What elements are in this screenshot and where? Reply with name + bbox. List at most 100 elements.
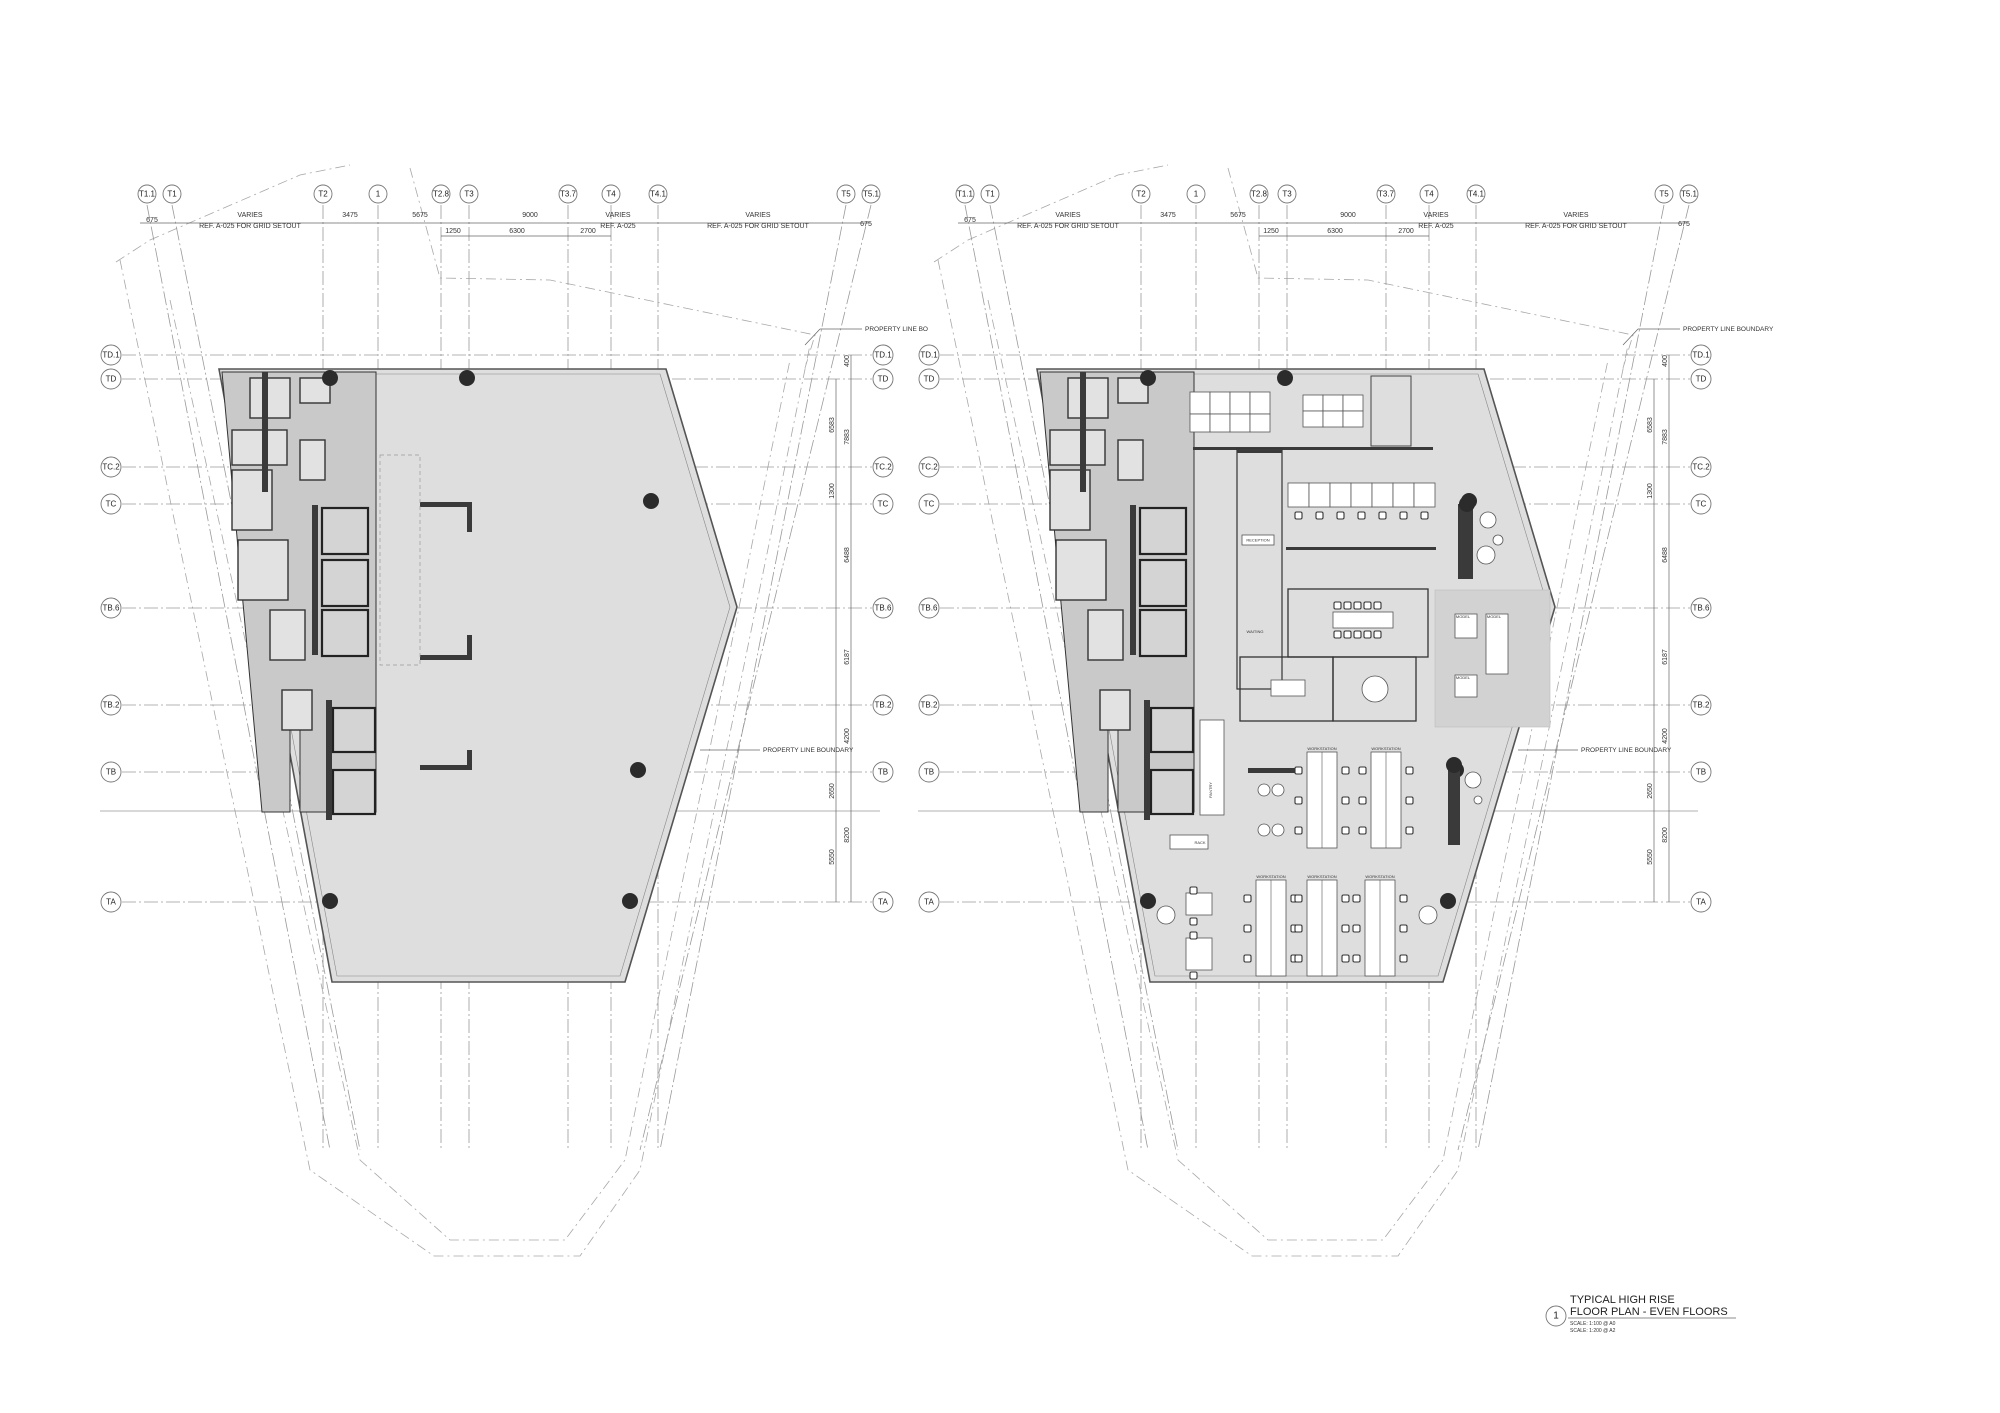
grid-label-left-TC: TC <box>106 500 117 509</box>
grid-bubble-T4 <box>1419 184 1439 204</box>
grid-label-1: 1 <box>376 190 381 199</box>
grid-bubble-T4.1 <box>1466 184 1486 204</box>
dimension-text: 400 <box>844 355 851 367</box>
grid-line-T5.1 <box>639 204 872 1151</box>
grid-bubble-T1 <box>980 184 1000 204</box>
chair <box>1399 954 1408 963</box>
core-room <box>1117 439 1144 481</box>
model-stand <box>1454 674 1478 698</box>
dimension-text: 6583 <box>1647 417 1654 433</box>
grid-label-left-TC: TC <box>924 500 935 509</box>
grid-label-1: 1 <box>1194 190 1199 199</box>
grid-label-T3.7: T3.7 <box>1378 190 1395 199</box>
grid-line-T1 <box>989 204 1179 1151</box>
workstation-label: WORKSTATION <box>1371 746 1400 751</box>
structural-column <box>1440 893 1456 909</box>
grid-label-left-TB: TB <box>924 768 934 777</box>
grid-label-T5: T5 <box>1659 190 1669 199</box>
grid-bubble-right-TA <box>872 891 894 913</box>
chair <box>1405 796 1414 805</box>
core-room <box>1099 689 1131 731</box>
desk <box>1287 482 1310 508</box>
grid-bubble-left-TD.1 <box>100 344 122 366</box>
dimension-text: 6300 <box>1327 228 1343 235</box>
lift-shaft <box>1138 558 1188 608</box>
dimension-text: 2700 <box>1398 228 1414 235</box>
desk <box>1322 394 1344 412</box>
grid-bubble-left-TC.2 <box>100 456 122 478</box>
core-room <box>1067 377 1109 419</box>
desk <box>1270 679 1306 697</box>
drawing-title-line1: TYPICAL HIGH RISE <box>1570 1294 1675 1306</box>
room-label: RACK <box>1194 840 1205 845</box>
chair <box>1341 826 1350 835</box>
lounge-table <box>1418 905 1438 925</box>
scale-a2: SCALE: 1:200 @ A2 <box>1570 1328 1616 1334</box>
lift-shaft <box>1138 608 1188 658</box>
grid-bubble-left-TB.6 <box>918 597 940 619</box>
workstation-label: WORKSTATION <box>1307 746 1336 751</box>
partition-wall <box>1193 447 1433 450</box>
core-room <box>299 439 326 481</box>
chair <box>1341 954 1350 963</box>
grid-line-T1.1 <box>146 204 331 1151</box>
grid-label-right-TC: TC <box>878 500 889 509</box>
service-lift <box>331 768 377 816</box>
grid-line-T5 <box>1477 204 1665 1151</box>
grid-bubble-right-TB <box>1690 761 1712 783</box>
desk <box>1185 937 1213 971</box>
grid-label-T5.1: T5.1 <box>1681 190 1698 199</box>
grid-bubble-right-TB.6 <box>1690 597 1712 619</box>
chair <box>1363 630 1372 639</box>
dimension-text: 3475 <box>342 212 358 219</box>
dimension-text: 4200 <box>1662 728 1669 744</box>
grid-bubble-left-TD <box>100 368 122 390</box>
grid-line-T5 <box>659 204 847 1151</box>
partition-wall <box>1458 504 1473 579</box>
grid-label-right-TC: TC <box>1696 500 1707 509</box>
desk <box>1229 413 1251 433</box>
grid-label-right-TD: TD <box>878 375 889 384</box>
ghost-outline <box>115 164 351 263</box>
room-label: MODEL <box>1487 614 1502 619</box>
chair <box>1294 954 1303 963</box>
grid-label-T1: T1 <box>167 190 177 199</box>
facade-line <box>1042 373 1549 977</box>
dimension-text: 2650 <box>829 783 836 799</box>
core-room <box>1087 609 1124 661</box>
dimension-text: 2650 <box>1647 783 1654 799</box>
grid-bubble-left-TC <box>100 493 122 515</box>
reception-desk <box>1241 534 1275 546</box>
dimension-text: VARIES <box>237 212 262 219</box>
core-room <box>1055 539 1107 601</box>
grid-label-T2: T2 <box>318 190 328 199</box>
grid-label-left-TB: TB <box>106 768 116 777</box>
workstation-label: WORKSTATION <box>1307 874 1336 879</box>
grid-label-T4: T4 <box>606 190 616 199</box>
grid-label-T5: T5 <box>841 190 851 199</box>
core-room <box>231 429 288 466</box>
desk <box>1209 391 1231 415</box>
title-block: 1 TYPICAL HIGH RISE FLOOR PLAN - EVEN FL… <box>1545 1294 1736 1334</box>
cafe-table <box>1257 823 1271 837</box>
model-stand <box>1454 613 1478 639</box>
chair <box>1358 766 1367 775</box>
desk <box>1229 391 1251 415</box>
pantry-counter <box>1199 719 1225 816</box>
core-room <box>249 377 291 419</box>
chair <box>1336 511 1345 520</box>
dimension-text: 6187 <box>844 649 851 665</box>
grid-bubble-right-TD.1 <box>872 344 894 366</box>
structural-column <box>1140 893 1156 909</box>
grid-bubble-left-TC <box>918 493 940 515</box>
grid-label-T4.1: T4.1 <box>1468 190 1485 199</box>
desk <box>1249 391 1271 415</box>
core-wall <box>420 765 472 770</box>
structural-column <box>622 893 638 909</box>
lounge-table <box>1156 905 1176 925</box>
desk <box>1185 892 1213 916</box>
dimension-text: 675 <box>860 221 872 228</box>
grid-bubble-right-TB <box>872 761 894 783</box>
dimension-text: VARIES <box>1055 212 1080 219</box>
chair <box>1363 601 1372 610</box>
